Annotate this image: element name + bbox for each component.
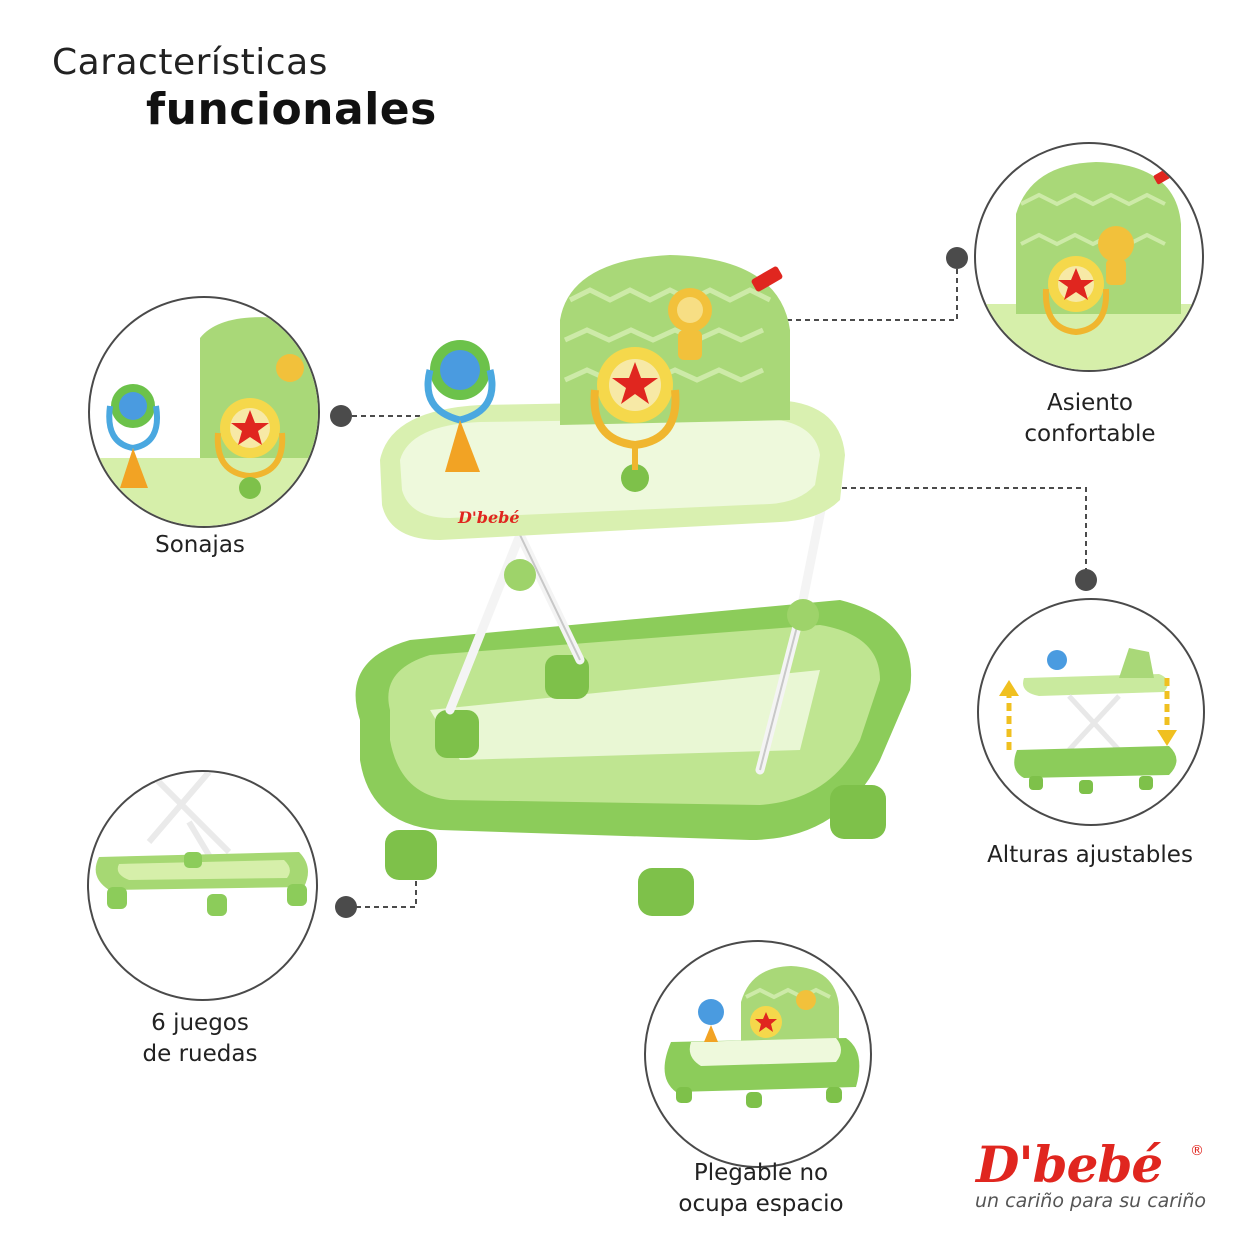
ruedas-closeup-image xyxy=(95,772,309,916)
label-asiento-line2: confortable xyxy=(1024,421,1156,447)
label-asiento-line1: Asiento xyxy=(1047,390,1133,416)
title-light: Características xyxy=(52,42,328,83)
brand-logo: D'bebé xyxy=(976,1135,1163,1194)
label-plegable: Plegable no ocupa espacio xyxy=(650,1158,872,1220)
baby-walker-image: D'bebé xyxy=(355,255,912,916)
asiento-closeup-image xyxy=(976,162,1202,370)
label-ruedas-line1: 6 juegos xyxy=(151,1010,249,1036)
label-plegable-line2: ocupa espacio xyxy=(678,1191,844,1217)
tray-brand-sticker: D'bebé xyxy=(457,508,520,527)
feature-circle-sonajas xyxy=(88,296,320,528)
connector-dot-alturas xyxy=(1075,569,1097,591)
connector-dot-asiento xyxy=(946,247,968,269)
feature-circle-asiento xyxy=(974,142,1204,372)
feature-circle-ruedas xyxy=(87,770,318,1001)
label-ruedas-line2: de ruedas xyxy=(142,1041,258,1067)
alturas-closeup-image xyxy=(999,648,1177,794)
feature-circle-alturas xyxy=(977,598,1205,826)
registered-mark: ® xyxy=(1190,1143,1204,1159)
brand-tagline: un cariño para su cariño xyxy=(975,1190,1207,1212)
label-plegable-line1: Plegable no xyxy=(693,1160,829,1186)
title-bold: funcionales xyxy=(146,84,437,135)
sonajas-closeup-image xyxy=(90,317,318,526)
feature-circle-plegable xyxy=(644,940,872,1168)
label-ruedas: 6 juegos de ruedas xyxy=(110,1008,290,1070)
plegable-closeup-image xyxy=(664,966,860,1108)
connector-dot-sonajas xyxy=(330,405,352,427)
connector-dot-ruedas xyxy=(335,896,357,918)
label-asiento: Asiento confortable xyxy=(1000,388,1180,450)
label-sonajas: Sonajas xyxy=(155,532,245,558)
label-alturas: Alturas ajustables xyxy=(987,842,1193,868)
